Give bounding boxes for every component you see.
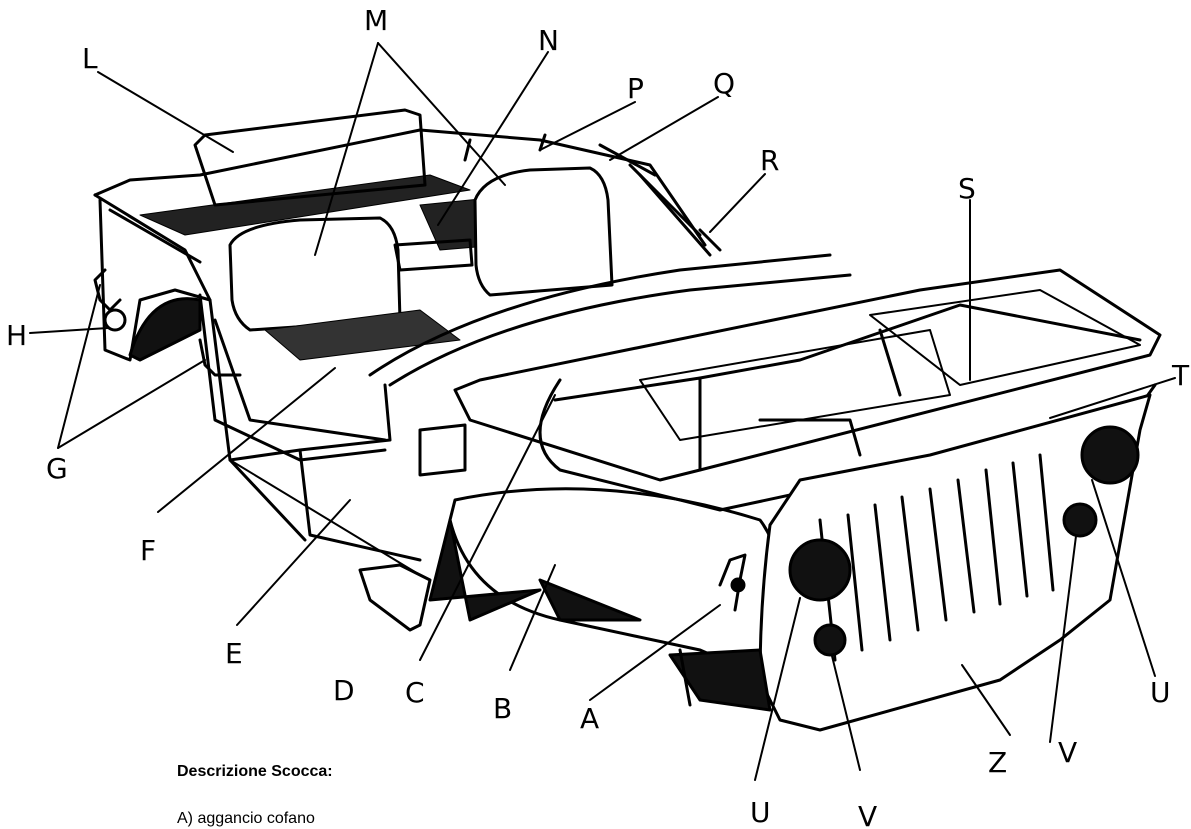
label-Z: Z xyxy=(988,746,1007,779)
leader-lines xyxy=(29,42,1176,781)
leader-C xyxy=(419,394,556,661)
leader-V1 xyxy=(831,655,861,771)
leader-H xyxy=(29,327,109,334)
leader-T xyxy=(1049,377,1176,419)
leader-U1 xyxy=(754,597,801,781)
label-U-left: U xyxy=(750,796,771,829)
leader-D xyxy=(229,459,416,573)
label-M: M xyxy=(364,4,388,37)
leader-N xyxy=(437,51,549,226)
label-G: G xyxy=(46,452,68,485)
leader-M1 xyxy=(314,42,379,256)
description-title: Descrizione Scocca: xyxy=(177,763,333,780)
label-V-right: V xyxy=(1058,736,1077,769)
label-B: B xyxy=(493,692,512,725)
label-C: C xyxy=(405,676,425,709)
label-T: T xyxy=(1171,359,1190,392)
leader-L xyxy=(97,71,234,153)
label-N: N xyxy=(538,24,559,57)
leader-E xyxy=(236,499,351,626)
leader-F xyxy=(157,367,336,513)
leader-U2 xyxy=(1091,479,1156,677)
label-H: H xyxy=(6,319,27,352)
leader-G1 xyxy=(57,284,101,449)
label-S: S xyxy=(958,172,976,205)
label-F: F xyxy=(140,534,156,567)
leader-B xyxy=(509,564,556,671)
leader-Z xyxy=(961,664,1011,736)
label-E: E xyxy=(225,637,243,670)
leader-R xyxy=(709,173,766,233)
leader-V2 xyxy=(1049,535,1077,743)
description-item-a: A) aggancio cofano xyxy=(177,810,315,827)
label-A: A xyxy=(580,702,599,735)
part-labels: L M N P Q R S T H G F E D C B A U U V V … xyxy=(6,4,1190,829)
label-U-right: U xyxy=(1150,676,1171,709)
leader-G2 xyxy=(57,359,206,449)
jeep-illustration xyxy=(93,108,1162,732)
label-V-left: V xyxy=(858,800,877,829)
leader-Q xyxy=(609,96,719,161)
label-L: L xyxy=(82,42,98,75)
label-P: P xyxy=(627,72,644,105)
label-R: R xyxy=(760,144,779,177)
label-Q: Q xyxy=(713,67,735,100)
leader-M2 xyxy=(377,42,506,186)
leader-A xyxy=(589,604,721,701)
label-D: D xyxy=(333,674,355,707)
leader-P xyxy=(539,101,636,151)
